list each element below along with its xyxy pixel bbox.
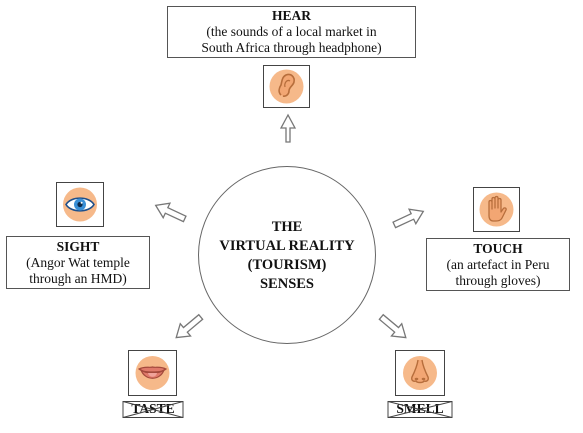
hear-line2: South Africa through headphone) [201,40,382,55]
center-line-1: THE [271,219,303,235]
center-line-3: (TOURISM) [247,257,327,273]
center-title: THE VIRTUAL REALITY (TOURISM) SENSES [198,218,376,294]
hear-box: HEAR (the sounds of a local market in So… [167,6,416,58]
smell-cross-out [387,401,453,418]
sight-title: SIGHT [56,239,100,254]
sight-icon-box [56,182,104,227]
arrow-to-touch [392,208,425,229]
hand-icon [479,192,514,227]
sight-line2: through an HMD) [29,271,127,286]
sight-line1: (Angor Wat temple [26,255,130,270]
arrow-to-smell [378,313,407,339]
sight-box: SIGHT (Angor Wat temple through an HMD) [6,236,150,289]
nose-icon [403,356,437,390]
ear-icon [269,69,304,104]
mouth-icon [135,356,170,390]
center-circle [198,166,376,344]
smell-icon-box [395,350,445,396]
taste-cross-out [122,401,184,418]
hear-icon-box [263,65,310,108]
eye-icon [63,187,97,222]
touch-line2: through gloves) [455,273,541,288]
arrow-to-sight [154,202,187,223]
taste-icon-box [128,350,177,396]
hear-title: HEAR [271,8,311,23]
hear-line1: (the sounds of a local market in [206,24,377,39]
touch-line1: (an artefact in Peru [446,257,550,272]
touch-icon-box [473,187,520,232]
taste-label: TASTE [120,401,186,418]
center-line-2: VIRTUAL REALITY [219,238,355,254]
smell-label: SMELL [385,401,455,418]
center-line-4: SENSES [259,276,314,292]
arrow-to-taste [175,313,204,339]
touch-box: TOUCH (an artefact in Peru through glove… [426,238,570,291]
arrow-to-hear [279,113,297,143]
touch-title: TOUCH [473,241,523,256]
